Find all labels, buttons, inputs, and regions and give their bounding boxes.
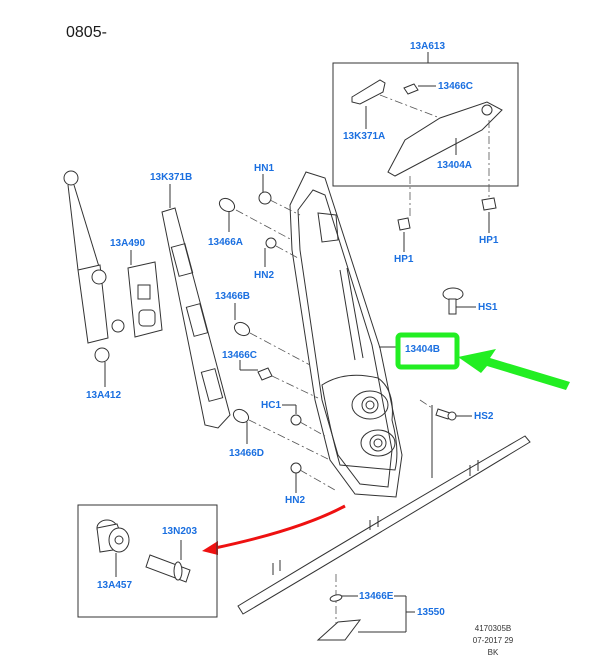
part-label-13404B[interactable]: 13404B — [405, 344, 441, 355]
bulb-holder-13K371B-part — [161, 184, 231, 429]
part-label-13466D[interactable]: 13466D — [229, 448, 265, 459]
part-label-13A490[interactable]: 13A490 — [110, 238, 146, 249]
pin-HS1-part — [442, 287, 476, 315]
part-label-13466C-mid[interactable]: 13466C — [222, 350, 258, 361]
light-strip-13550-part — [237, 435, 531, 641]
screw-HS2-part — [435, 408, 472, 421]
clip-HP1-parts — [397, 197, 497, 252]
part-label-HP1-right[interactable]: HP1 — [479, 235, 499, 246]
footer-ref: 4170305B — [474, 624, 512, 633]
highlight-annotation — [395, 332, 570, 390]
harness-13A412-part — [63, 170, 125, 387]
part-label-13A412[interactable]: 13A412 — [86, 390, 122, 401]
part-label-HP1-left[interactable]: HP1 — [394, 254, 414, 265]
part-label-13550[interactable]: 13550 — [417, 607, 445, 618]
part-label-13N203[interactable]: 13N203 — [162, 526, 198, 537]
gasket-13A490-part — [127, 250, 163, 338]
part-label-13A457[interactable]: 13A457 — [97, 580, 133, 591]
inset-box — [77, 504, 218, 618]
part-label-13466C-top[interactable]: 13466C — [438, 81, 474, 92]
diagram-title: 0805- — [66, 24, 107, 41]
assembly-box-13A613 — [332, 52, 519, 187]
part-label-13A613[interactable]: 13A613 — [410, 41, 446, 52]
part-label-13466A[interactable]: 13466A — [208, 237, 244, 248]
part-label-13404A[interactable]: 13404A — [437, 160, 473, 171]
fasteners-left-of-lamp — [258, 174, 336, 493]
part-label-HN2-upper[interactable]: HN2 — [254, 270, 275, 281]
tail-lamp-13404B-part — [289, 171, 433, 498]
part-label-HS2[interactable]: HS2 — [474, 411, 494, 422]
part-label-HN2-lower[interactable]: HN2 — [285, 495, 306, 506]
part-label-13K371A[interactable]: 13K371A — [343, 131, 386, 142]
part-label-13466E[interactable]: 13466E — [359, 591, 394, 602]
footer-date: 07-2017 29 — [472, 636, 514, 645]
footer-code: BK — [487, 648, 499, 657]
pointer-arrow — [202, 504, 346, 555]
part-label-13K371B[interactable]: 13K371B — [150, 172, 193, 183]
bulbs-left — [218, 197, 331, 461]
part-label-HN1[interactable]: HN1 — [254, 163, 275, 174]
bracket-13K371A-part — [351, 79, 386, 129]
part-label-HS1[interactable]: HS1 — [478, 302, 498, 313]
part-label-HC1[interactable]: HC1 — [261, 400, 282, 411]
lamp-13404A-part — [379, 94, 503, 218]
part-label-13466B[interactable]: 13466B — [215, 291, 251, 302]
bulb-13466C-top-part — [403, 83, 436, 95]
